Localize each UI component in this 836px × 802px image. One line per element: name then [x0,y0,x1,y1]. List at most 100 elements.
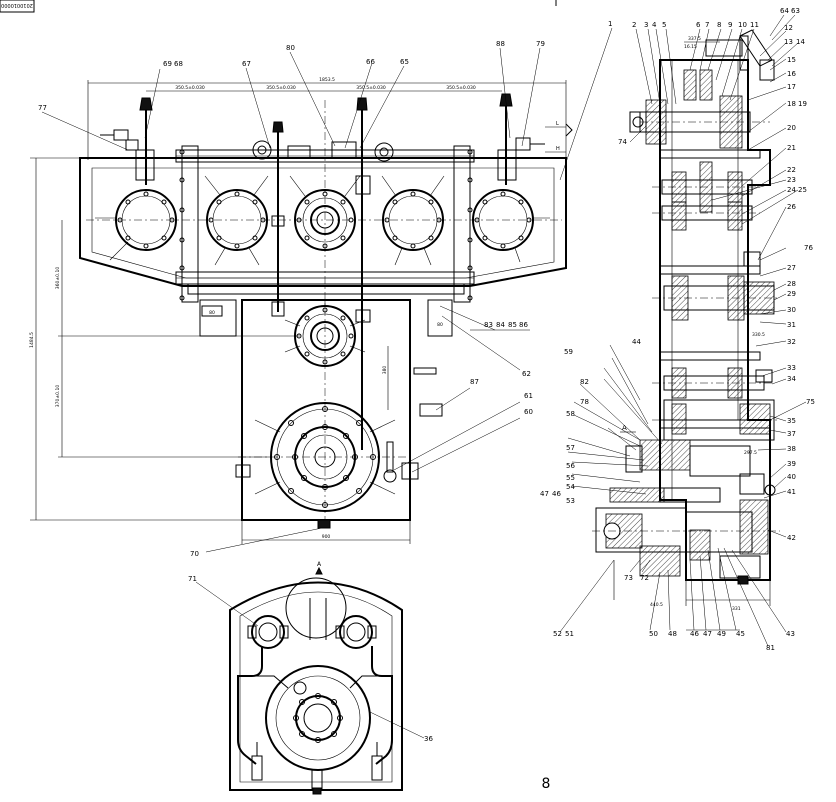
pn-65: 65 [400,58,409,66]
dim-mid-v: 380 [382,366,388,375]
pn-61: 61 [524,392,533,400]
side-dims: 337.5 16.15 330.5 297.5 440.5 331 [613,36,771,612]
pn-71: 71 [188,575,197,583]
pn-87: 87 [470,378,479,386]
pn-34: 34 [787,375,796,383]
shaft-cover-2 [206,189,268,251]
oil-pipe-left [237,646,263,765]
lower-intermediate-shaft [652,367,773,399]
pn-13: 13 [784,38,793,46]
shift-lever-3 [331,97,394,450]
pn-6: 6 [696,21,701,29]
pn-41: 41 [787,488,796,496]
bottom-output-flange [265,665,371,771]
pn-48: 48 [668,630,677,638]
intermediate-shaft-1 [652,161,760,213]
dim-side-mid-a: 330.5 [752,332,765,338]
pn-53: 53 [566,497,575,505]
pn-84: 84 [496,321,505,329]
pn-29: 29 [787,290,796,298]
pn-85: 85 [508,321,517,329]
pn-19: 19 [798,100,807,108]
dim-side-top-a: 337.5 [688,36,701,42]
page-number: 8 [542,776,551,792]
pn-66: 66 [366,58,375,66]
pn-4: 4 [652,21,657,29]
pn-7: 7 [705,21,709,29]
side-section-view: 337.5 16.15 330.5 297.5 440.5 331 A 1 [540,7,815,652]
pn-37: 37 [787,430,796,438]
pn-76: 76 [804,244,813,252]
pn-42: 42 [787,534,796,542]
pn-12: 12 [784,24,793,32]
pn-52: 52 [553,630,562,638]
pn-88: 88 [496,40,505,48]
pn-55: 55 [566,474,575,482]
pn-33: 33 [787,364,796,372]
front-view: 1853.5 350.5±0.030 350.5±0.030 350.5±0.0… [29,40,573,558]
pn-28: 28 [787,280,796,288]
pn-47-bottom: 47 [703,630,712,638]
pn-57: 57 [566,444,575,452]
pn-59: 59 [564,348,573,356]
dim-front-width: 1853.5 [87,77,567,160]
pn-68: 68 [174,60,183,68]
intermediate-shaft-2 [652,201,760,231]
pn-1: 1 [608,20,612,28]
dim-shaft-spacing: 350.5±0.030 350.5±0.030 350.5±0.030 350.… [146,85,502,92]
pn-54: 54 [566,483,575,491]
pn-74: 74 [618,138,627,146]
pn-32: 32 [787,338,796,346]
pn-47-left: 47 [540,490,549,498]
bottom-housing [229,581,403,791]
pn-46-bottom: 46 [690,630,699,638]
bottom-bearing-right [335,615,377,649]
pn-9: 9 [728,21,732,29]
pn-17: 17 [787,83,796,91]
pn-2: 2 [632,21,636,29]
dim-center-lower: 370±0.10 [55,385,61,408]
pn-82: 82 [580,378,589,386]
dim-spacing-1: 350.5±0.030 [175,85,205,91]
pn-31: 31 [787,321,796,329]
pn-75: 75 [806,398,815,406]
pn-81: 81 [766,644,775,652]
shift-arrows: L H [545,121,573,153]
pn-22: 22 [787,166,796,174]
pn-35: 35 [787,417,796,425]
pn-43: 43 [786,630,795,638]
lower-gear-section [592,439,780,585]
pn-18: 18 [787,100,796,108]
svg-text:H: H [556,146,560,152]
dim-spacing-2: 350.5±0.030 [266,85,296,91]
dim-spacing-4: 350.5±0.030 [446,85,476,91]
oil-pipe-right [371,646,393,765]
pn-70: 70 [190,550,199,558]
pn-64: 64 [780,7,789,15]
pn-16: 16 [787,70,796,78]
pn-38: 38 [787,445,796,453]
pn-49: 49 [717,630,726,638]
pn-45: 45 [736,630,745,638]
dim-side-top-b: 16.15 [684,44,697,50]
pn-77: 77 [38,104,47,112]
pn-78: 78 [580,398,589,406]
dim-height-total: 1484.5 [29,332,35,348]
pn-56: 56 [566,462,575,470]
pn-14: 14 [796,38,805,46]
housing-ribs [95,175,550,266]
dim-side-bot-b: 331 [732,606,741,612]
dim-d-small-1: 80 [209,310,215,316]
top-shaft-section [639,29,775,149]
pn-21: 21 [787,144,796,152]
pn-80: 80 [286,44,295,52]
pn-36: 36 [424,735,433,743]
dim-center-upper: 360±0.10 [55,267,61,290]
dim-side-bot-a: 440.5 [650,602,663,608]
dim-spacing-3: 350.5±0.030 [356,85,386,91]
bottom-bearing-left [247,615,289,649]
pn-3: 3 [644,21,648,29]
dim-base-width: 900 [322,534,331,540]
pn-20: 20 [787,124,796,132]
